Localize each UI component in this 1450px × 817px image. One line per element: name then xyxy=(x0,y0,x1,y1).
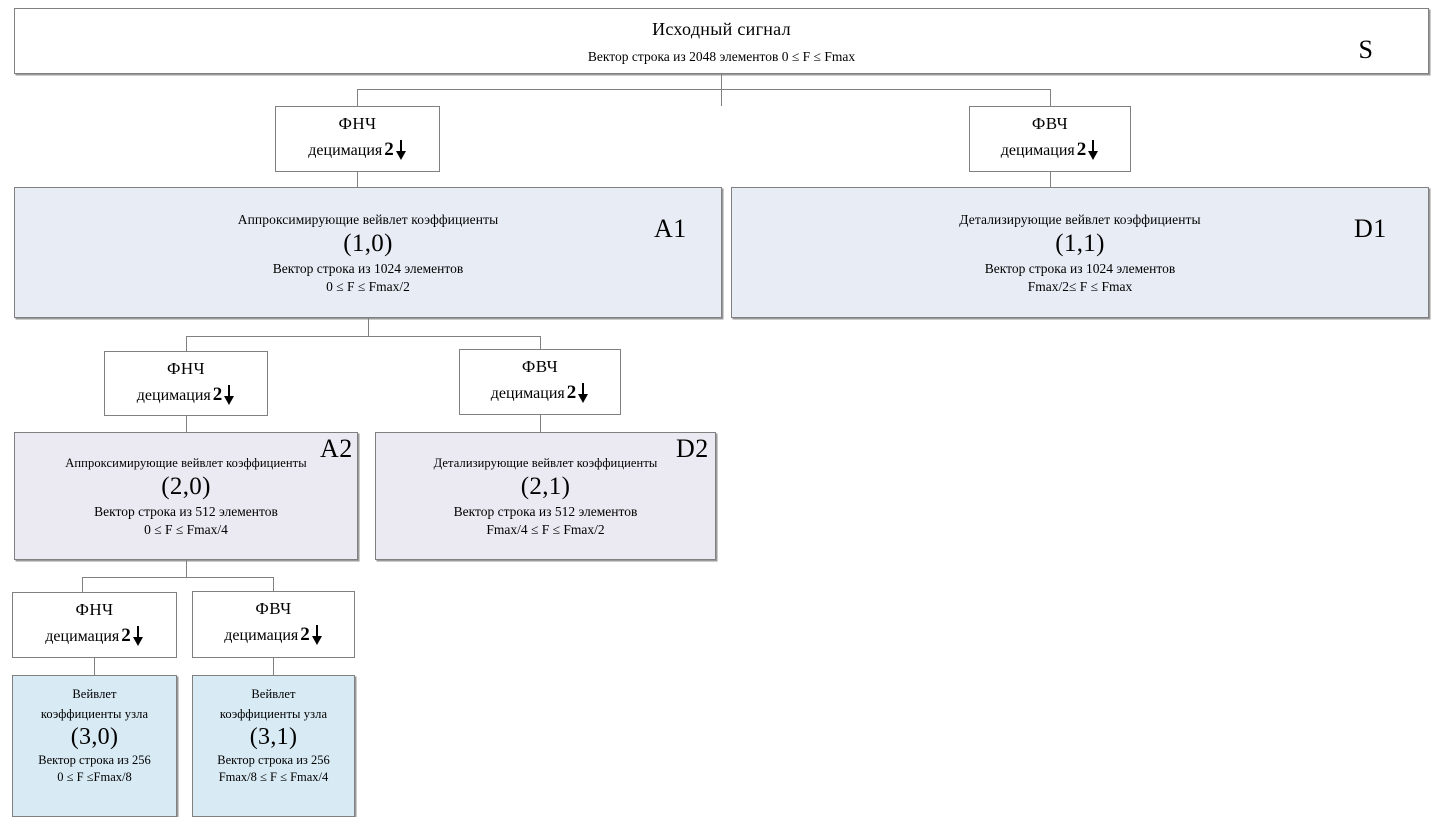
connector-hp3-to-n31 xyxy=(273,658,274,675)
decimation-factor: 2 xyxy=(121,625,131,647)
n30-vector: Вектор строка из 256 xyxy=(38,752,151,767)
connector-lp3-to-n30 xyxy=(94,658,95,675)
filter-name: ФНЧ xyxy=(75,600,114,619)
decimation-label: децимация xyxy=(45,628,120,646)
connector-a1-stem xyxy=(368,318,369,337)
connector-root-bus xyxy=(357,89,1050,90)
filter-name: ФНЧ xyxy=(167,359,205,378)
decimation-factor: 2 xyxy=(300,624,310,646)
down-arrow-icon xyxy=(1088,140,1099,161)
connector-a2-stem xyxy=(186,560,187,578)
d1-title: Детализирующие вейвлет коэффициенты xyxy=(959,212,1201,227)
connector-root-to-hp1 xyxy=(1050,89,1051,106)
node-3-1-leaf: Вейвлет коэффициенты узла (3,1) Вектор с… xyxy=(192,675,355,817)
a2-range: 0 ≤ F ≤ Fmax/4 xyxy=(144,522,228,538)
d1-range: Fmax/2≤ F ≤ Fmax xyxy=(1027,279,1133,295)
down-arrow-icon xyxy=(224,385,235,406)
connector-a1-bus xyxy=(186,336,541,337)
filter-name: ФВЧ xyxy=(255,599,292,618)
decimation-factor: 2 xyxy=(1076,139,1087,161)
connector-lp1-to-a1 xyxy=(357,172,358,187)
d1-vector: Вектор строка из 1024 элементов xyxy=(984,261,1176,277)
down-arrow-icon xyxy=(311,625,323,646)
node-a1-approximation: Аппроксимирующие вейвлет коэффициенты (1… xyxy=(14,187,722,318)
d2-pair: (2,1) xyxy=(520,472,571,500)
n31-range: Fmax/8 ≤ F ≤ Fmax/4 xyxy=(218,769,329,784)
d1-tag: D1 xyxy=(1354,214,1387,243)
d2-title: Детализирующие вейвлет коэффициенты xyxy=(433,456,658,470)
n30-pair: (3,0) xyxy=(70,723,119,750)
connector-a1-to-hp2 xyxy=(540,336,541,349)
connector-root-stem xyxy=(721,74,722,106)
a1-vector: Вектор строка из 1024 элементов xyxy=(272,261,464,277)
a2-title: Аппроксимирующие вейвлет коэффициенты xyxy=(65,456,307,470)
decimation-factor: 2 xyxy=(384,139,394,161)
root-tag-S: S xyxy=(1358,35,1373,64)
down-arrow-icon xyxy=(132,626,144,647)
n31-pair: (3,1) xyxy=(249,723,298,750)
decimation-label: децимация xyxy=(308,142,383,160)
decimation-label: децимация xyxy=(1000,142,1075,160)
decimation-label: децимация xyxy=(224,627,299,645)
decimation-factor: 2 xyxy=(566,382,577,404)
root-title: Исходный сигнал xyxy=(652,19,791,39)
filter-name: ФВЧ xyxy=(1031,114,1069,133)
node-a2-approximation: Аппроксимирующие вейвлет коэффициенты (2… xyxy=(14,432,358,560)
node-d2-detail: Детализирующие вейвлет коэффициенты (2,1… xyxy=(375,432,716,560)
down-arrow-icon xyxy=(578,383,589,404)
d2-range: Fmax/4 ≤ F ≤ Fmax/2 xyxy=(486,522,605,538)
connector-lp2-to-a2 xyxy=(186,416,187,432)
d2-vector: Вектор строка из 512 элементов xyxy=(453,504,638,520)
node-root-signal: Исходный сигнал Вектор строка из 2048 эл… xyxy=(14,8,1429,74)
node-d1-detail: Детализирующие вейвлет коэффициенты (1,1… xyxy=(731,187,1429,318)
down-arrow-icon xyxy=(395,140,407,161)
root-subtitle: Вектор строка из 2048 элементов 0 ≤ F ≤ … xyxy=(587,49,856,65)
n30-title-line2: коэффициенты узла xyxy=(40,706,149,721)
a2-tag: A2 xyxy=(320,434,353,463)
a1-pair: (1,0) xyxy=(343,229,393,257)
n30-range: 0 ≤ F ≤Fmax/8 xyxy=(57,769,132,784)
filter-name: ФВЧ xyxy=(521,357,559,376)
n31-vector: Вектор строка из 256 xyxy=(217,752,330,767)
node-3-0-leaf: Вейвлет коэффициенты узла (3,0) Вектор с… xyxy=(12,675,177,817)
connector-a2-to-hp3 xyxy=(273,577,274,591)
connector-a1-to-lp2 xyxy=(186,336,187,351)
a1-title: Аппроксимирующие вейвлет коэффициенты xyxy=(237,212,499,227)
n31-title-line2: коэффициенты узла xyxy=(219,706,328,721)
decimation-label: децимация xyxy=(136,387,211,405)
decimation-label: децимация xyxy=(490,385,565,403)
n30-title-line1: Вейвлет xyxy=(72,687,117,701)
a2-pair: (2,0) xyxy=(161,472,211,500)
connector-root-to-lp1 xyxy=(357,89,358,106)
connector-a2-bus xyxy=(82,577,273,578)
d1-pair: (1,1) xyxy=(1055,229,1105,257)
connector-hp1-to-d1 xyxy=(1050,172,1051,187)
connector-hp2-to-d2 xyxy=(540,415,541,432)
a2-vector: Вектор строка из 512 элементов xyxy=(94,504,278,520)
connector-a2-to-lp3 xyxy=(82,577,83,592)
filter-name: ФНЧ xyxy=(338,114,377,133)
d2-tag: D2 xyxy=(676,434,709,463)
a1-tag: A1 xyxy=(654,214,687,243)
n31-title-line1: Вейвлет xyxy=(251,687,296,701)
decimation-factor: 2 xyxy=(212,384,223,406)
a1-range: 0 ≤ F ≤ Fmax/2 xyxy=(326,279,410,295)
